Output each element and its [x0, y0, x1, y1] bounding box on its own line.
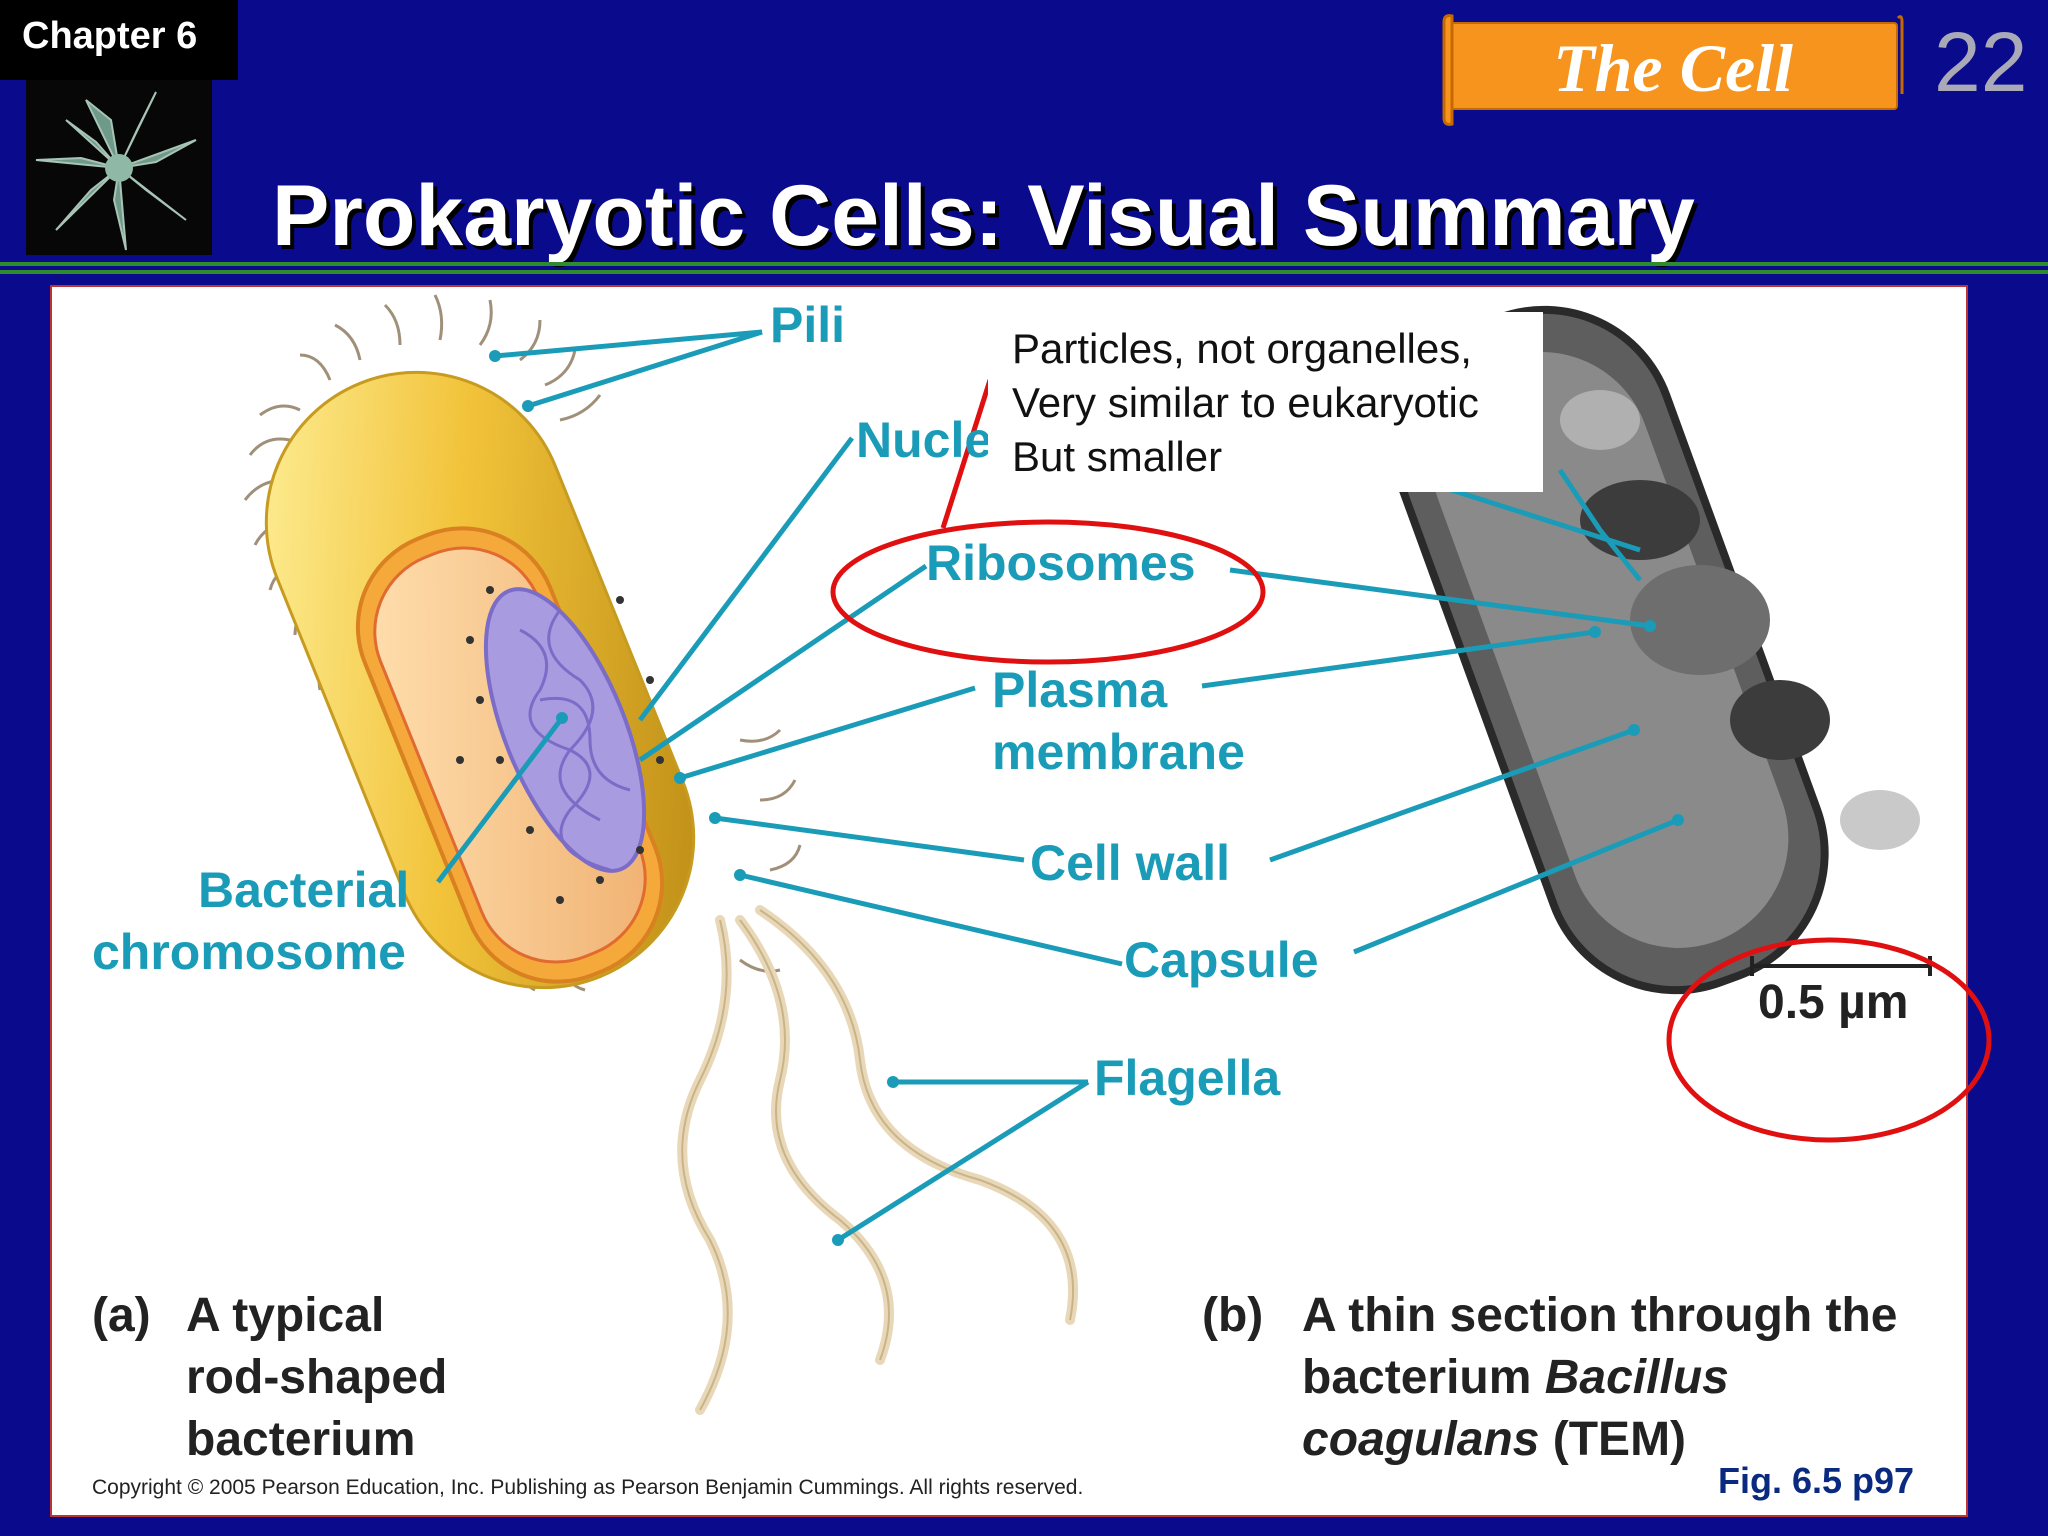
title-divider-bottom — [0, 270, 2048, 274]
copyright-notice: Copyright © 2005 Pearson Education, Inc.… — [92, 1476, 1084, 1499]
red-annotations — [830, 379, 1992, 1143]
chapter-tab: Chapter 6 — [0, 0, 238, 80]
title-divider-top — [0, 262, 2048, 266]
banner-title: The Cell — [1553, 30, 1793, 106]
leader-lines — [436, 329, 1679, 1243]
flagella-strands — [677, 905, 1079, 1415]
caption-a-letter: (a) — [92, 1289, 151, 1342]
succulent-plant-drawing — [35, 91, 197, 251]
scale-bar — [1750, 956, 1932, 976]
callout-line-3: But smaller — [1012, 433, 1223, 480]
caption-b-line3-plain: (TEM) — [1539, 1413, 1687, 1466]
ribosome-callout-box: Particles, not organelles, Very similar … — [988, 312, 1543, 492]
label-bacterial-chromosome-line2: chromosome — [92, 924, 406, 980]
slide-title: Prokaryotic Cells: Visual Summary — [272, 168, 1695, 264]
caption-b-letter: (b) — [1202, 1289, 1264, 1342]
caption-b-line3: coagulans (TEM) — [1302, 1409, 1898, 1471]
callout-line-1: Particles, not organelles, — [1012, 325, 1472, 372]
leader-endpoints — [489, 350, 1684, 1246]
succulent-plant-image — [26, 80, 212, 255]
chapter-banner: The Cell — [1440, 14, 1906, 126]
caption-a-text: A typical rod-shaped bacterium — [186, 1285, 447, 1471]
figure-reference: Fig. 6.5 p97 — [1718, 1460, 1915, 1501]
caption-a-line2: rod-shaped — [186, 1351, 448, 1404]
banner-body — [1446, 22, 1898, 110]
banner-scroll-ends — [1442, 14, 1904, 126]
label-nucleoid: Nucle — [856, 412, 993, 468]
scale-bar-highlight-ellipse — [1666, 937, 1992, 1143]
label-ribosomes: Ribosomes — [926, 535, 1196, 591]
caption-b-line2-plain: bacterium — [1302, 1351, 1545, 1404]
label-cell-wall: Cell wall — [1030, 835, 1231, 891]
page-number: 22 — [1934, 15, 2028, 109]
callout-line-2: Very similar to eukaryotic — [1012, 379, 1479, 426]
callout-pointer-line — [940, 379, 993, 529]
ribosome-dots — [456, 586, 664, 904]
label-bacterial-chromosome-line1: Bacterial — [198, 862, 410, 918]
flagella-outlines — [681, 909, 1075, 1411]
ribosomes-highlight-ellipse — [830, 519, 1266, 665]
scale-bar-label: 0.5 µm — [1758, 976, 1909, 1029]
nucleoid-chromosome — [483, 587, 647, 873]
caption-b-species: coagulans — [1302, 1413, 1540, 1466]
caption-a-line3: bacterium — [186, 1413, 416, 1466]
label-plasma-membrane-line2: membrane — [992, 724, 1245, 780]
caption-b-line2: bacterium Bacillus — [1302, 1347, 1898, 1409]
caption-a-line1: A typical — [186, 1289, 385, 1342]
label-flagella: Flagella — [1094, 1050, 1281, 1106]
chromosome-coils — [519, 609, 631, 872]
label-capsule: Capsule — [1124, 932, 1319, 988]
succulent-center — [105, 154, 133, 182]
caption-b-text: A thin section through the bacterium Bac… — [1302, 1285, 1898, 1471]
caption-b-genus: Bacillus — [1544, 1351, 1729, 1404]
label-pili: Pili — [770, 297, 846, 353]
caption-b-line1: A thin section through the — [1302, 1289, 1898, 1342]
label-plasma-membrane-line1: Plasma — [992, 662, 1168, 718]
